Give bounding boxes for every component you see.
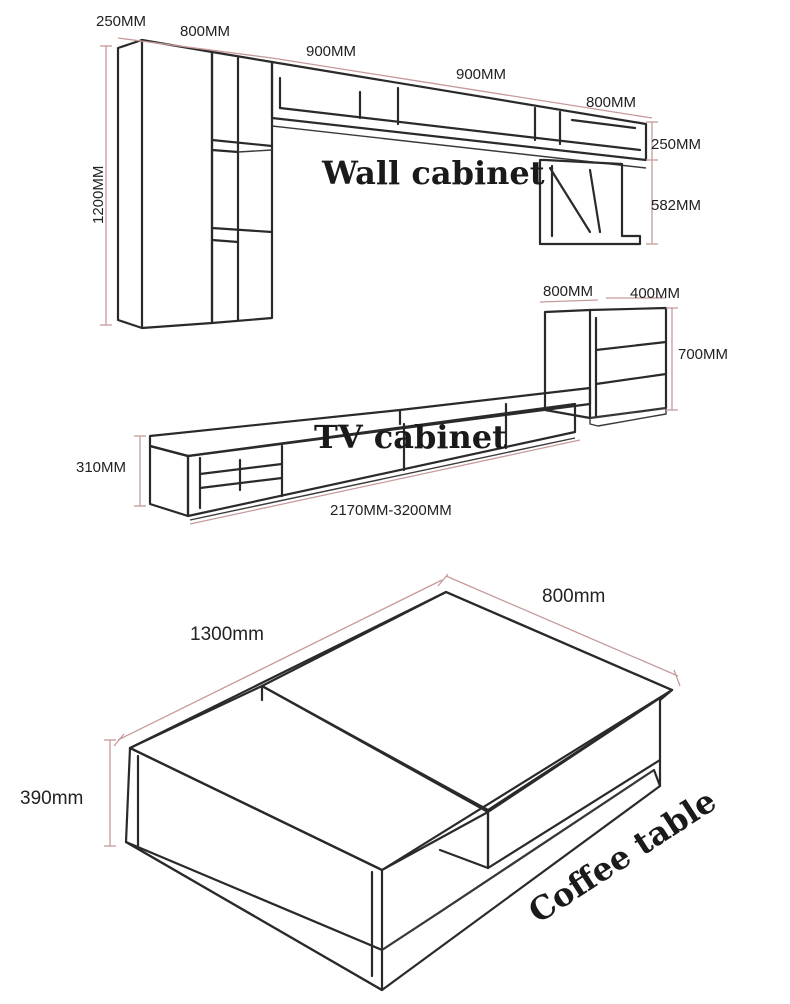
tv-cabinet-length: 2170MM-3200MM <box>330 502 452 519</box>
wall-cabinet-dimension-lines <box>100 37 658 326</box>
wall-cabinet-title: Wall cabinet <box>321 154 545 192</box>
coffee-table-width: 800mm <box>542 586 605 607</box>
coffee-table-title: Coffee table <box>522 782 723 931</box>
tv-cabinet-drawing <box>148 306 668 521</box>
wall-cabinet-width-800-right: 800MM <box>586 94 636 111</box>
wall-cabinet-height-250: 250MM <box>651 136 701 153</box>
tv-cabinet-height-700: 700MM <box>678 346 728 363</box>
wall-cabinet-drawing <box>116 38 648 330</box>
wall-cabinet-width-800-left: 800MM <box>180 23 230 40</box>
wall-cabinet-width-900-a: 900MM <box>306 43 356 60</box>
wall-cabinet-depth-250: 250MM <box>96 13 146 30</box>
coffee-table-length: 1300mm <box>190 624 264 645</box>
coffee-table-drawing <box>124 590 674 992</box>
tv-cabinet-width-800: 800MM <box>543 283 593 300</box>
tv-cabinet-dimension-lines <box>134 297 678 525</box>
coffee-table-height: 390mm <box>20 788 83 809</box>
tv-cabinet-title: TV cabinet <box>314 418 507 456</box>
tv-cabinet-height-310: 310MM <box>76 459 126 476</box>
wall-cabinet-height-582: 582MM <box>651 197 701 214</box>
wall-cabinet-height-1200: 1200MM <box>90 166 107 224</box>
wall-cabinet-width-900-b: 900MM <box>456 66 506 83</box>
coffee-table-dimension-lines <box>104 573 681 847</box>
tv-cabinet-depth-400: 400MM <box>630 285 680 302</box>
